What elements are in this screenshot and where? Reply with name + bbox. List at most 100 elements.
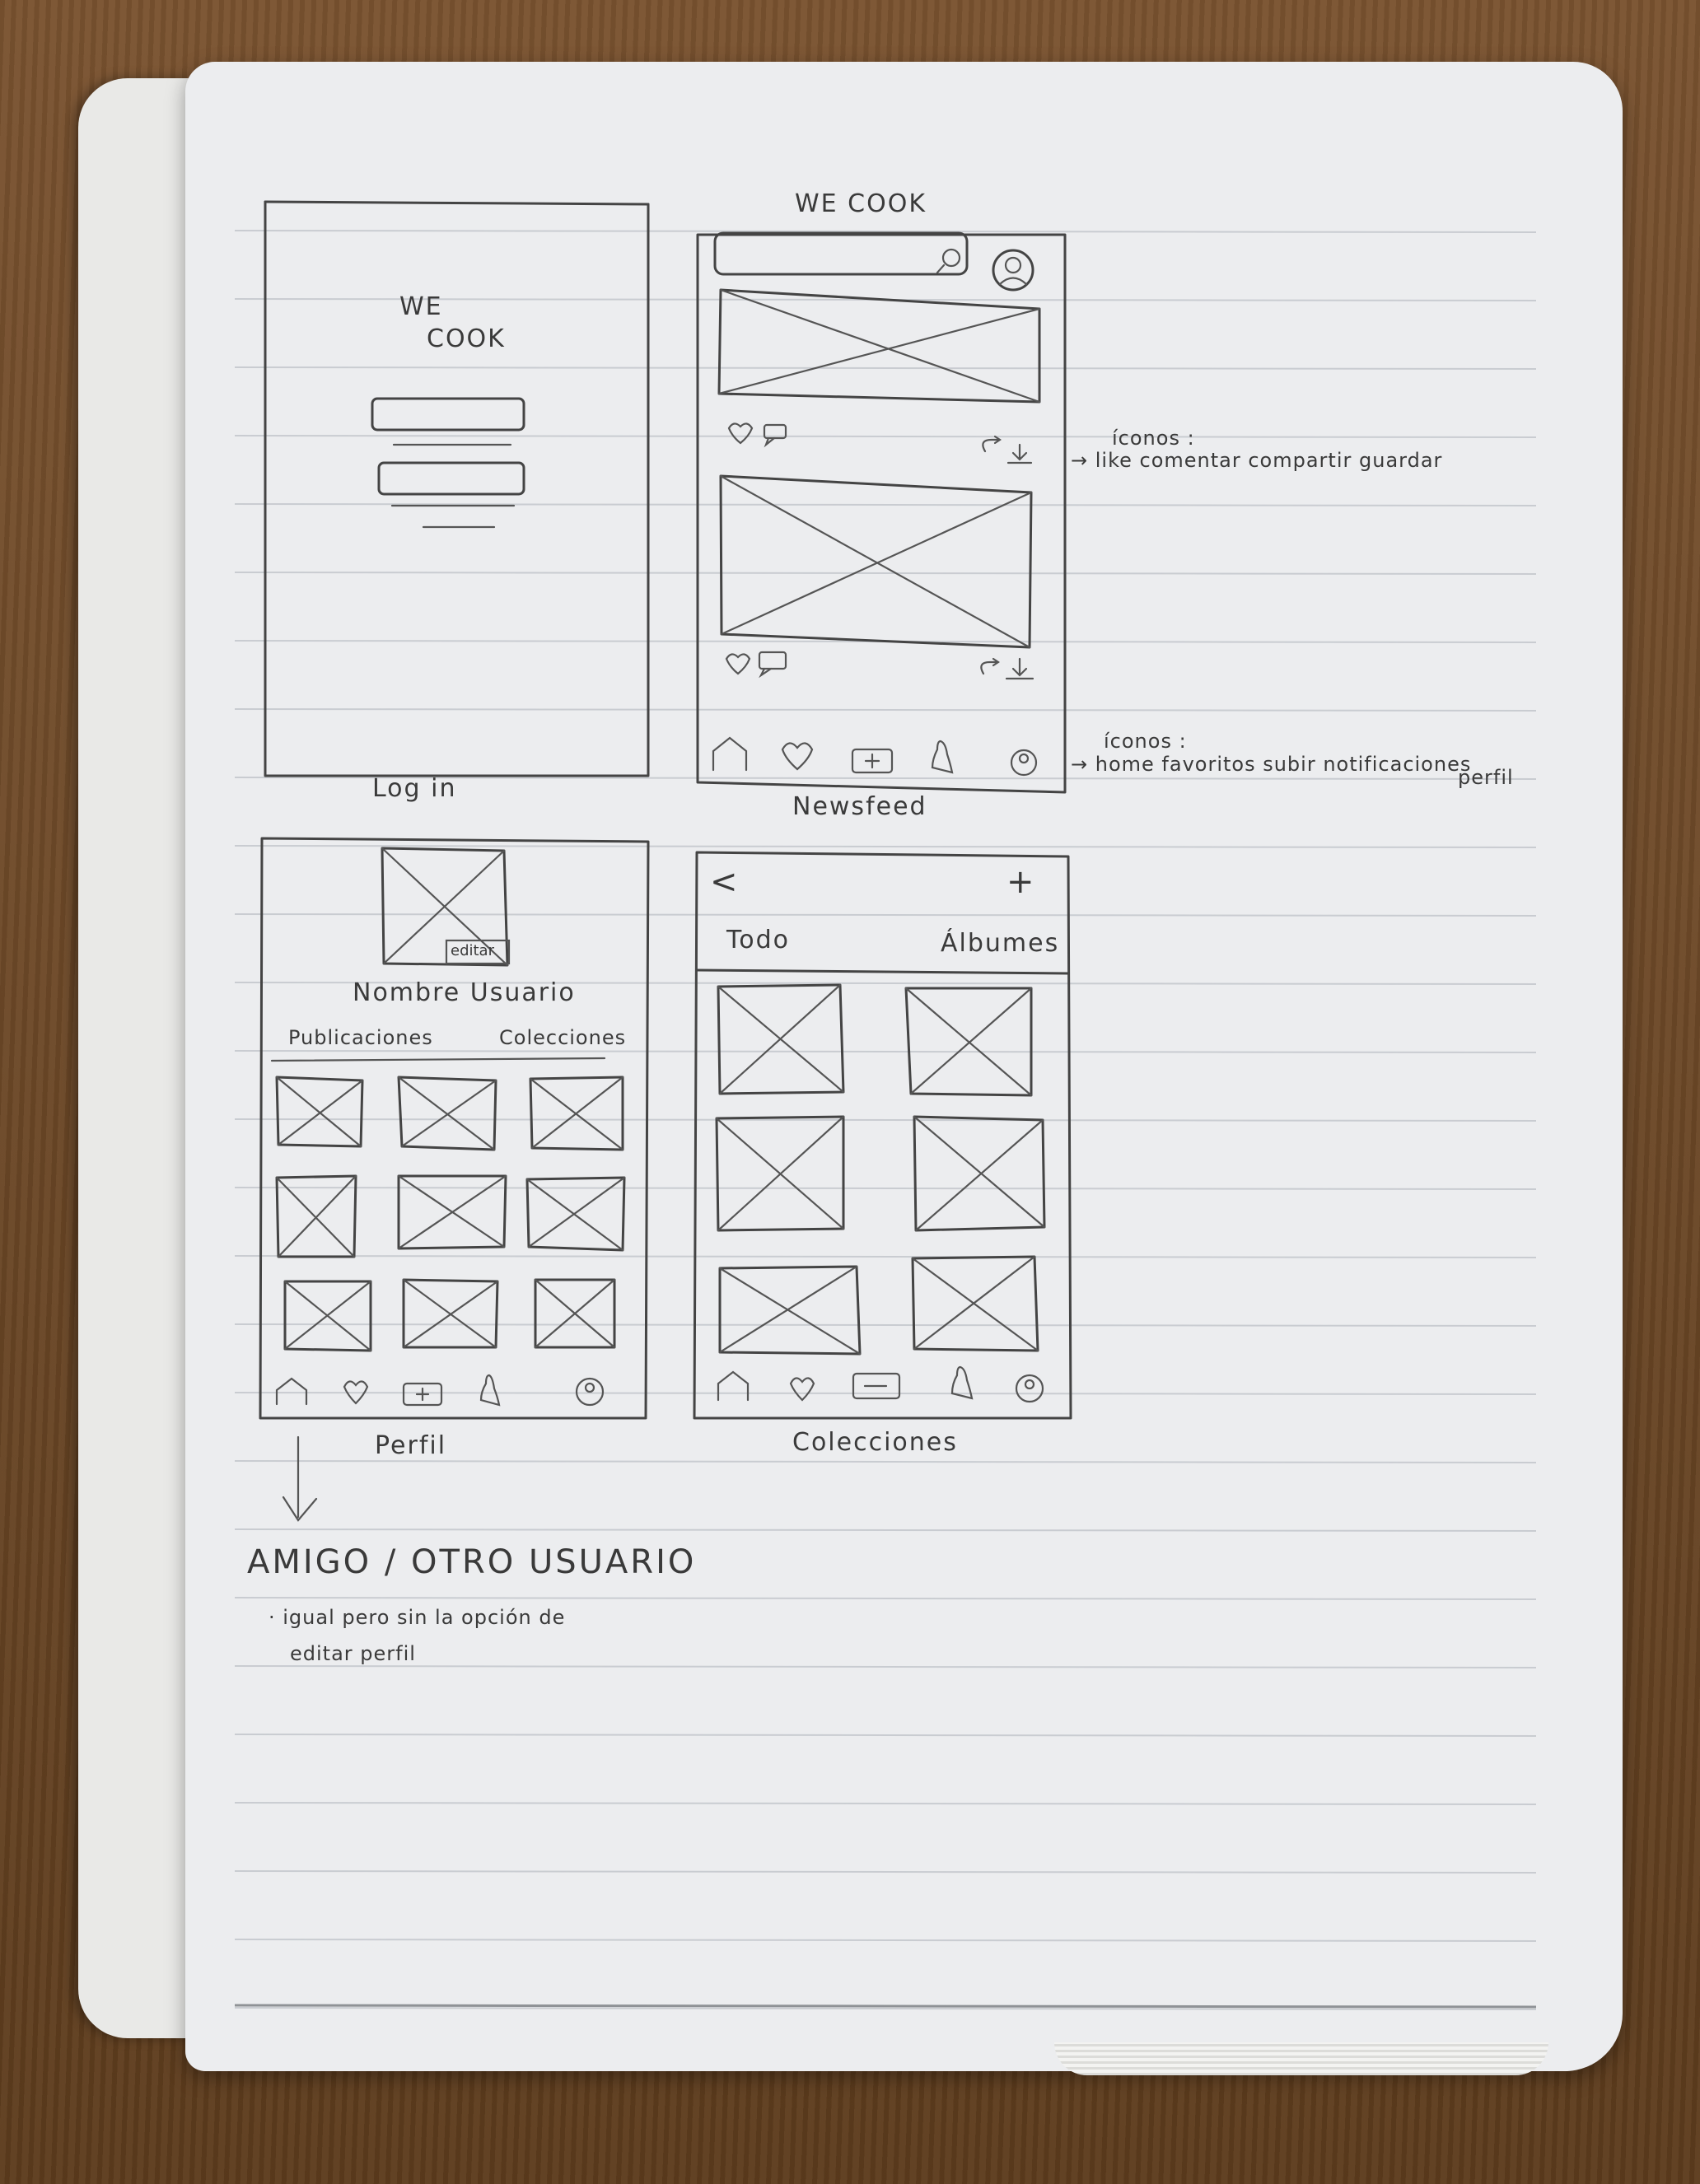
share-icon: [980, 657, 1000, 675]
ruled-line: [234, 366, 1537, 370]
login-password-field: [377, 461, 525, 507]
collections-tab-albums: Álbumes: [941, 929, 1060, 958]
comment-icon: [763, 423, 787, 440]
login-logo-line2: COOK: [427, 324, 506, 353]
friend-note-line2: editar perfil: [290, 1642, 416, 1665]
bottom-margin-line: [234, 2004, 1537, 2009]
profile-tab-collections: Colecciones: [499, 1026, 627, 1049]
grid-thumb: [283, 1280, 372, 1352]
newsfeed-post-2-icons: [725, 651, 1034, 680]
newsfeed-screen-frame: [696, 233, 1067, 794]
ruled-line: [234, 503, 1537, 506]
login-logo-line1: WE: [399, 292, 443, 321]
nav-icons-note-list: → home favoritos subir notificaciones: [1071, 753, 1472, 776]
login-caption: Log in: [372, 774, 457, 803]
grid-thumb: [913, 1115, 1046, 1232]
ruled-line: [234, 1597, 1537, 1600]
newsfeed-bottom-nav: [712, 736, 1038, 777]
collections-bottom-nav: [717, 1365, 1044, 1403]
ruled-line: [234, 1665, 1537, 1668]
ruled-line: [234, 708, 1537, 712]
collections-back-icon: <: [710, 863, 740, 901]
ruled-line: [234, 1187, 1537, 1190]
save-icon: [1005, 657, 1034, 680]
collections-tab-all: Todo: [726, 926, 790, 954]
ruled-line: [234, 1392, 1537, 1395]
ruled-line: [234, 1528, 1537, 1532]
profile-bottom-nav: [275, 1374, 605, 1407]
upload-icon: [851, 748, 894, 774]
profile-post-grid: [275, 1076, 626, 1352]
grid-thumb: [717, 983, 845, 1095]
newsfeed-avatar: [992, 249, 1034, 292]
ruled-line: [234, 1802, 1537, 1805]
newsfeed-post-1-icons: [727, 422, 1033, 464]
login-username-field: [371, 397, 525, 446]
grid-thumb: [911, 1255, 1039, 1352]
ruled-line: [234, 913, 1537, 917]
profile-caption: Perfil: [375, 1431, 447, 1460]
ruled-line: [234, 2007, 1537, 2010]
search-icon: [941, 248, 961, 268]
profile-edit-box: [445, 939, 511, 965]
newsfeed-post-image-1: [717, 288, 1041, 404]
grid-thumb: [525, 1176, 626, 1252]
profile-photo: [381, 847, 511, 967]
ruled-line: [234, 1255, 1537, 1258]
profile-icon: [575, 1377, 605, 1407]
profile-icon: [1010, 749, 1038, 777]
notebook-bottom-edge: [1054, 2042, 1548, 2075]
ruled-line: [234, 1323, 1537, 1327]
post-icons-note-title: íconos :: [1112, 427, 1195, 450]
profile-username: Nombre Usuario: [353, 978, 576, 1007]
grid-thumb: [275, 1174, 357, 1258]
heart-icon: [781, 742, 814, 771]
ruled-line: [234, 777, 1537, 780]
heart-icon: [725, 653, 751, 675]
grid-thumb: [534, 1278, 616, 1349]
collections-caption: Colecciones: [792, 1428, 958, 1457]
profile-screen-frame: [259, 837, 650, 1420]
ruled-line: [234, 1939, 1537, 1942]
save-icon: [1006, 443, 1033, 464]
ruled-line: [234, 1050, 1537, 1053]
newsfeed-caption: Newsfeed: [792, 792, 927, 821]
nav-icons-note-list-cont: perfil: [1458, 766, 1514, 789]
profile-tabs-divider: [270, 1057, 606, 1062]
arrow-down: [282, 1435, 318, 1522]
ruled-line: [234, 845, 1537, 848]
ruled-line: [234, 230, 1537, 233]
ruled-line: [234, 1734, 1537, 1737]
upload-icon: [852, 1372, 901, 1400]
ruled-line: [234, 1870, 1537, 1874]
profile-edit-label: editar: [451, 942, 494, 959]
heart-icon: [789, 1377, 815, 1402]
grid-thumb: [718, 1265, 862, 1356]
login-screen-frame: [264, 200, 650, 777]
grid-thumb: [402, 1278, 499, 1349]
home-icon: [712, 736, 748, 772]
notification-icon: [950, 1365, 974, 1400]
nav-icons-note-title: íconos :: [1104, 730, 1187, 753]
friend-note-line1: · igual pero sin la opción de: [269, 1606, 566, 1629]
friend-note-title: AMIGO / OTRO USUARIO: [247, 1543, 697, 1581]
notebook-back-pages: [78, 78, 194, 2038]
notification-icon: [931, 740, 954, 774]
profile-icon: [1015, 1374, 1044, 1403]
ruled-line: [234, 1460, 1537, 1463]
notification-icon: [479, 1374, 501, 1407]
heart-icon: [727, 422, 754, 445]
grid-thumb: [904, 987, 1033, 1097]
share-icon: [982, 435, 1002, 453]
newsfeed-search-bar: [713, 231, 969, 276]
grid-thumb: [529, 1076, 624, 1151]
comment-icon: [758, 651, 787, 670]
app-title: WE COOK: [795, 189, 927, 218]
ruled-line: [234, 1118, 1537, 1122]
newsfeed-post-image-2: [719, 474, 1033, 649]
grid-thumb: [715, 1115, 845, 1232]
grid-thumb: [275, 1076, 364, 1148]
ruled-line: [234, 435, 1537, 438]
collections-grid: [715, 983, 1046, 1356]
